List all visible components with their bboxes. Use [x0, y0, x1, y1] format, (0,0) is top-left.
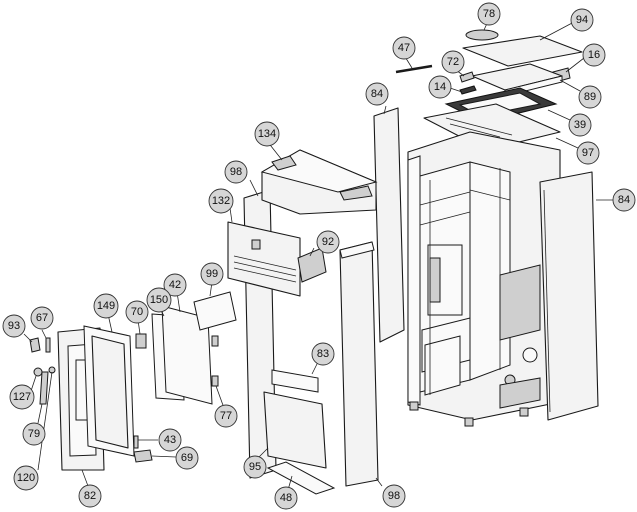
callout-149: 149 [93, 293, 119, 319]
main-chassis [407, 131, 561, 427]
part-78-cap [465, 29, 499, 41]
part-70-hinge [135, 333, 147, 349]
callout-67-label: 67 [36, 312, 48, 324]
part-43 [133, 435, 139, 449]
callout-92-label: 92 [322, 236, 334, 248]
part-93 [29, 337, 41, 353]
callout-70: 70 [125, 300, 149, 324]
callout-94: 94 [570, 8, 594, 32]
callout-47: 47 [392, 36, 416, 60]
callout-78: 78 [477, 2, 501, 26]
callout-72: 72 [441, 50, 465, 74]
callout-97: 97 [576, 141, 600, 165]
part-14 [459, 85, 477, 95]
part-99-bracket [193, 291, 237, 331]
part-77-clip [211, 375, 219, 387]
callout-84-right-label: 84 [618, 194, 630, 206]
callout-99: 99 [200, 262, 224, 286]
callout-89-label: 89 [584, 91, 596, 103]
part-127 [33, 367, 43, 377]
callout-67: 67 [30, 306, 54, 330]
callout-69: 69 [175, 446, 199, 470]
part-98-right-column [339, 241, 379, 487]
part-67 [45, 337, 51, 353]
callout-98-lower: 98 [382, 484, 406, 508]
part-92-bar [297, 247, 327, 283]
callout-47-label: 47 [398, 42, 410, 54]
callout-98-upper: 98 [224, 160, 248, 184]
callout-84-left: 84 [365, 82, 389, 106]
part-72 [459, 71, 475, 83]
callout-79: 79 [22, 422, 46, 446]
callout-98-upper-label: 98 [230, 166, 242, 178]
part-84-left-side-panel [373, 107, 405, 343]
callout-98-lower-label: 98 [388, 490, 400, 502]
callout-83-label: 83 [317, 348, 329, 360]
part-79-handle [39, 371, 49, 405]
callout-77: 77 [214, 404, 238, 428]
callout-83: 83 [311, 342, 335, 366]
callout-78-label: 78 [483, 8, 495, 20]
part-48-lower-bar [266, 461, 336, 495]
callout-150: 150 [146, 287, 172, 313]
callout-84-left-label: 84 [371, 88, 383, 100]
callout-82-label: 82 [84, 490, 96, 502]
callout-134-label: 134 [258, 128, 276, 140]
callout-16: 16 [582, 43, 606, 67]
callout-39-label: 39 [574, 119, 586, 131]
callout-132: 132 [208, 188, 234, 214]
callout-14: 14 [428, 75, 452, 99]
callout-69-label: 69 [181, 452, 193, 464]
callout-127: 127 [9, 384, 35, 410]
part-47-rod [395, 64, 433, 74]
callout-120-label: 120 [17, 472, 35, 484]
callout-134: 134 [254, 121, 280, 147]
part-89-cover [471, 63, 563, 91]
callout-79-label: 79 [28, 428, 40, 440]
callout-95: 95 [243, 455, 267, 479]
callout-92: 92 [316, 230, 340, 254]
callout-127-label: 127 [13, 391, 31, 403]
callout-84-right: 84 [612, 188, 636, 212]
callout-43-label: 43 [164, 434, 176, 446]
part-42-glass-panel [161, 305, 213, 405]
part-132-upper-panel [227, 221, 301, 297]
part-94-top-plate [462, 35, 583, 67]
callout-42: 42 [163, 273, 187, 297]
callout-39: 39 [568, 113, 592, 137]
callout-43: 43 [158, 428, 182, 452]
callout-77-label: 77 [220, 410, 232, 422]
callout-72-label: 72 [447, 56, 459, 68]
callout-14-label: 14 [434, 81, 446, 93]
callout-95-label: 95 [249, 461, 261, 473]
callout-99-label: 99 [206, 268, 218, 280]
part-84-right-side-panel [539, 171, 599, 421]
callout-70-label: 70 [131, 306, 143, 318]
part-95-lower-panel [263, 391, 327, 469]
callout-97-label: 97 [582, 147, 594, 159]
callout-48: 48 [274, 486, 298, 510]
callout-120: 120 [13, 465, 39, 491]
top-assembly [395, 29, 583, 151]
part-83-bracket [271, 369, 319, 393]
callout-48-label: 48 [280, 492, 292, 504]
callout-94-label: 94 [576, 14, 588, 26]
part-69 [133, 449, 153, 463]
callout-149-label: 149 [97, 300, 115, 312]
callout-89: 89 [578, 85, 602, 109]
callout-132-label: 132 [212, 195, 230, 207]
callout-150-label: 150 [150, 294, 168, 306]
callout-93: 93 [2, 314, 26, 338]
callout-82: 82 [78, 484, 102, 508]
callout-16-label: 16 [588, 49, 600, 61]
callout-42-label: 42 [169, 279, 181, 291]
callout-93-label: 93 [8, 320, 20, 332]
